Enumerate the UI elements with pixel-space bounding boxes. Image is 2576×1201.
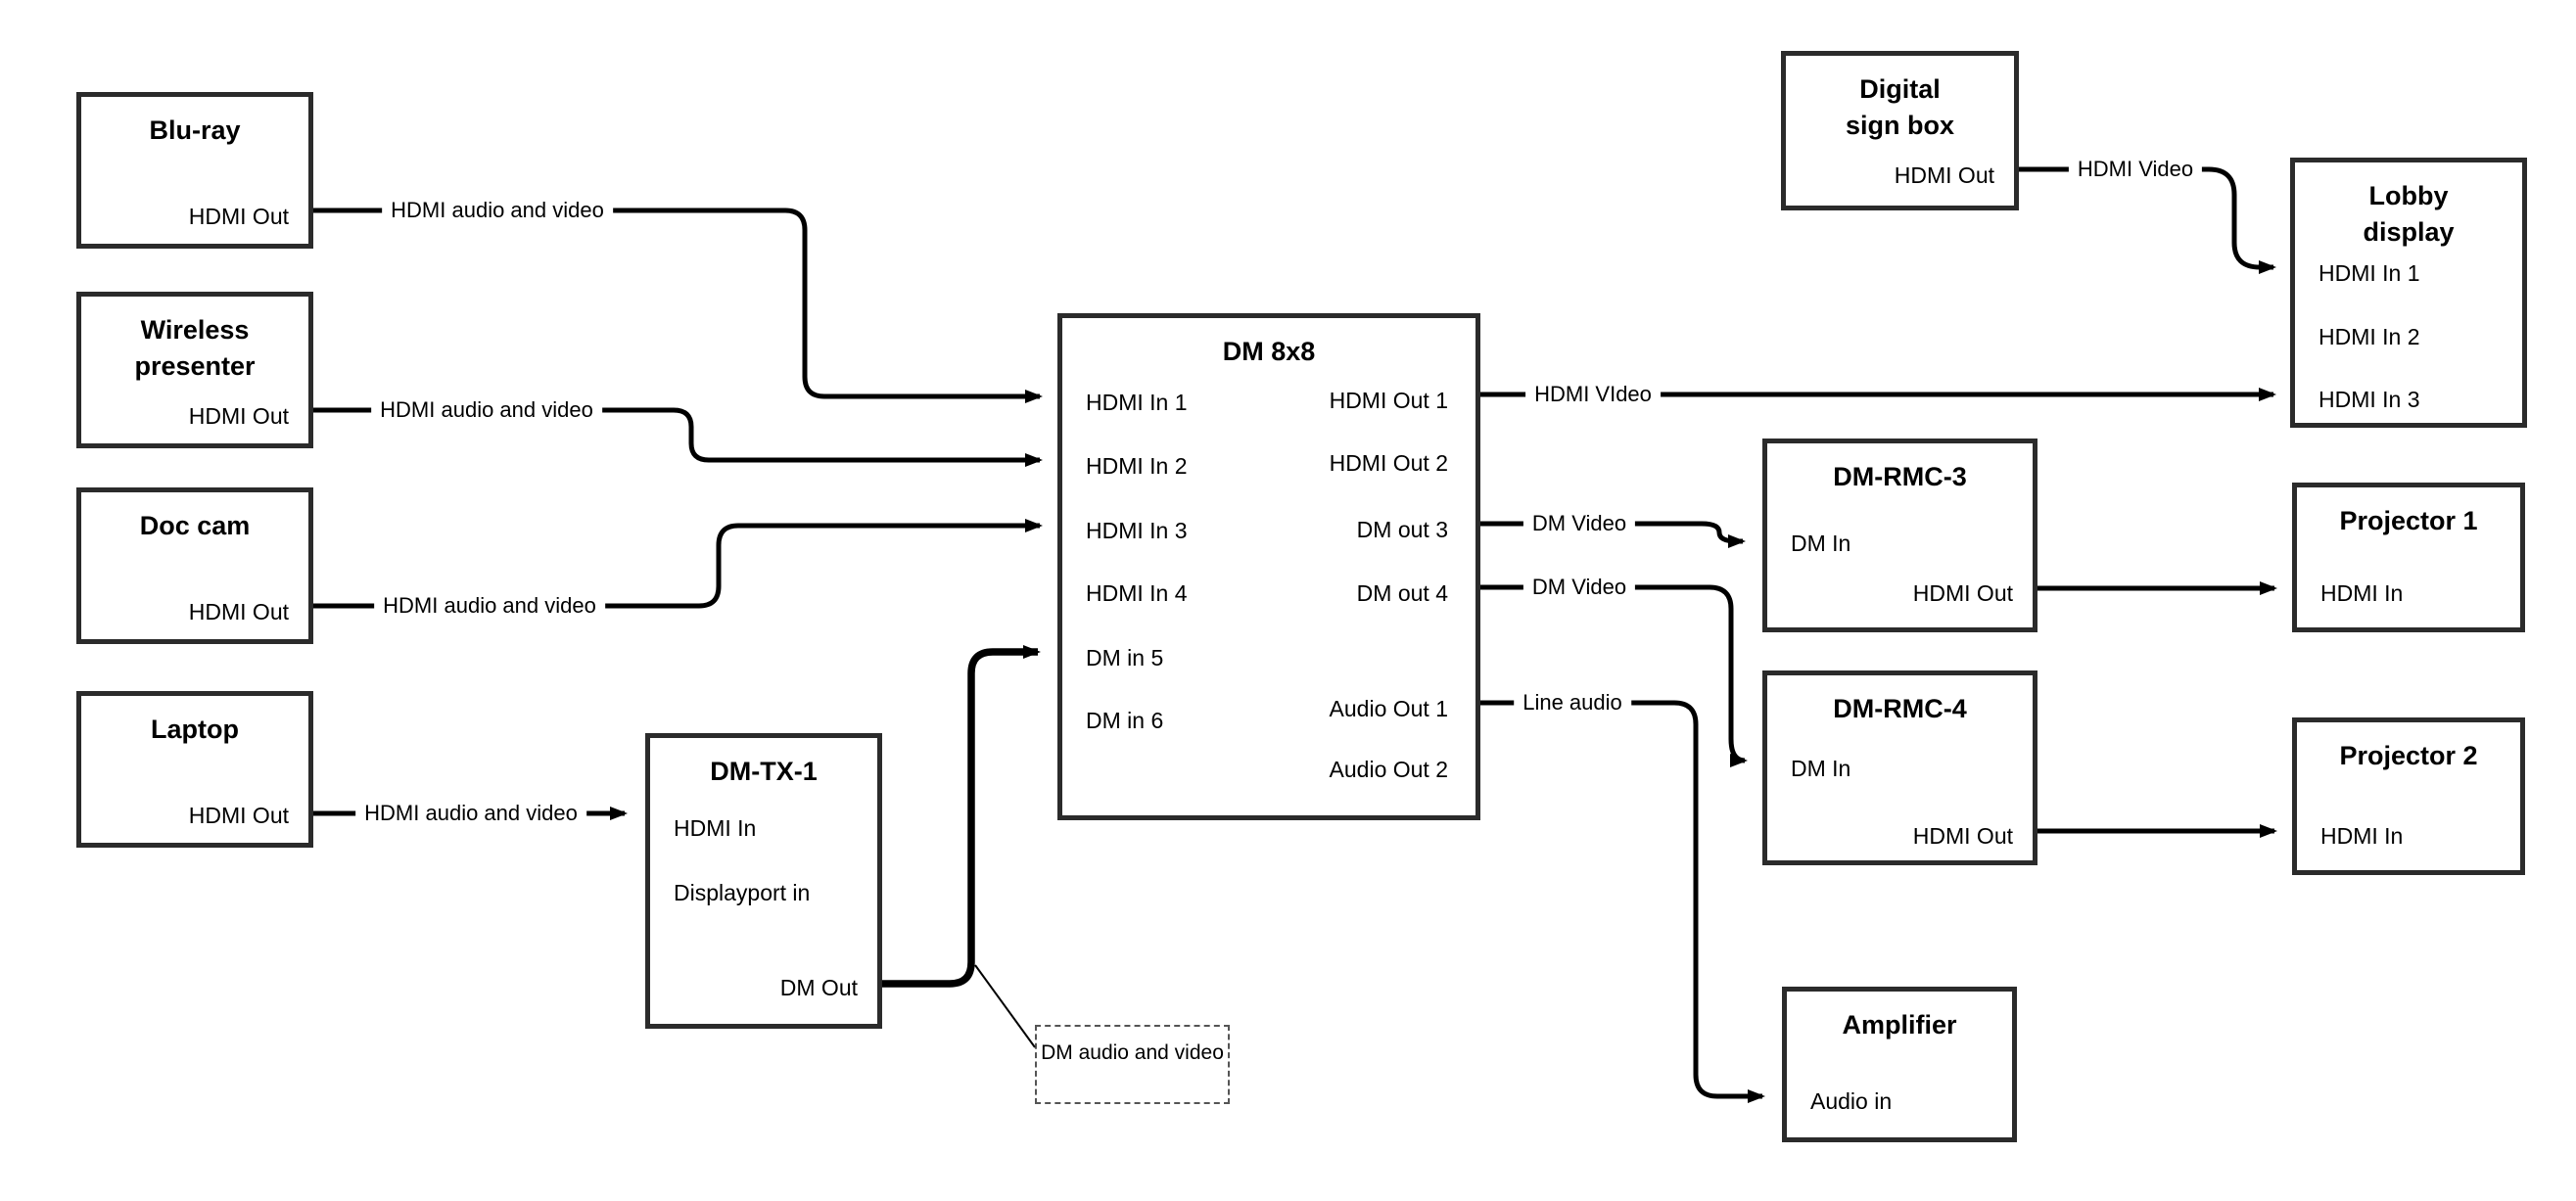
edge-label-wireless-hdmi-av: HDMI audio and video bbox=[371, 394, 602, 426]
laptop-title: Laptop bbox=[151, 715, 239, 744]
dmtx1-port-hdmi-in: HDMI In bbox=[674, 815, 757, 841]
edge-label-hdmi-video-sign: HDMI Video bbox=[2068, 154, 2203, 185]
edge-label-dm-video-out4: DM Video bbox=[1522, 572, 1636, 603]
lobby-port-hdmi-in-1: HDMI In 1 bbox=[2318, 260, 2420, 286]
laptop-port-hdmi-out: HDMI Out bbox=[188, 803, 289, 828]
lobby-title: Lobby display bbox=[2363, 181, 2455, 247]
dm8x8-port-hdmi-in-4: HDMI In 4 bbox=[1086, 580, 1188, 606]
signbox-title: Digital sign box bbox=[1845, 74, 1954, 140]
dm8x8-port-dm-out-4: DM out 4 bbox=[1356, 580, 1448, 606]
dm8x8-port-audio-out-1: Audio Out 1 bbox=[1329, 696, 1448, 721]
dm8x8-port-audio-out-2: Audio Out 2 bbox=[1329, 757, 1448, 782]
edge-label-line-audio: Line audio bbox=[1514, 687, 1631, 718]
node-laptop: Laptop HDMI Out bbox=[76, 691, 313, 848]
doccam-title: Doc cam bbox=[139, 511, 251, 540]
node-dm-8x8: DM 8x8 HDMI In 1 HDMI In 2 HDMI In 3 HDM… bbox=[1057, 313, 1480, 820]
node-digital-sign-box: Digital sign box HDMI Out bbox=[1781, 51, 2019, 210]
amp-port-audio-in: Audio in bbox=[1810, 1088, 1893, 1114]
bluray-title: Blu-ray bbox=[149, 115, 241, 145]
dm8x8-title: DM 8x8 bbox=[1222, 337, 1316, 366]
node-doc-cam: Doc cam HDMI Out bbox=[76, 487, 313, 644]
dm8x8-port-dm-in-6: DM in 6 bbox=[1086, 708, 1164, 733]
rmc3-port-dm-in: DM In bbox=[1791, 531, 1851, 556]
proj2-title: Projector 2 bbox=[2339, 741, 2478, 770]
doccam-port-hdmi-out: HDMI Out bbox=[188, 599, 289, 624]
dm8x8-port-hdmi-out-2: HDMI Out 2 bbox=[1329, 450, 1448, 476]
node-dm-tx-1: DM-TX-1 HDMI In Displayport in DM Out bbox=[645, 733, 882, 1029]
edge-label-dm-video-out3: DM Video bbox=[1522, 508, 1636, 539]
dm8x8-port-hdmi-in-1: HDMI In 1 bbox=[1086, 390, 1188, 415]
proj2-port-hdmi-in: HDMI In bbox=[2320, 823, 2404, 849]
edge-label-doccam-hdmi-av: HDMI audio and video bbox=[374, 590, 605, 622]
amp-title: Amplifier bbox=[1842, 1010, 1957, 1039]
node-dm-rmc-3: DM-RMC-3 DM In HDMI Out bbox=[1762, 439, 2037, 632]
rmc4-port-dm-in: DM In bbox=[1791, 756, 1851, 781]
dm8x8-port-dm-in-5: DM in 5 bbox=[1086, 645, 1164, 670]
callout-pointer-line bbox=[974, 964, 1036, 1048]
rmc3-port-hdmi-out: HDMI Out bbox=[1912, 580, 2013, 606]
dmtx1-port-displayport-in: Displayport in bbox=[674, 880, 811, 905]
rmc4-title: DM-RMC-4 bbox=[1833, 694, 1967, 723]
lobby-port-hdmi-in-2: HDMI In 2 bbox=[2318, 324, 2420, 349]
node-bluray: Blu-ray HDMI Out bbox=[76, 92, 313, 249]
dm8x8-port-dm-out-3: DM out 3 bbox=[1356, 517, 1448, 542]
node-projector-2: Projector 2 HDMI In bbox=[2292, 717, 2525, 875]
edge-label-laptop-hdmi-av: HDMI audio and video bbox=[355, 798, 586, 829]
callout-dm-audio-video: DM audio and video bbox=[1035, 1025, 1230, 1104]
edge-dm8x8-out4-to-rmc4-dmin bbox=[1480, 584, 1748, 767]
node-lobby-display: Lobby display HDMI In 1 HDMI In 2 HDMI I… bbox=[2290, 158, 2527, 428]
wireless-port-hdmi-out: HDMI Out bbox=[188, 403, 289, 429]
node-amplifier: Amplifier Audio in bbox=[1782, 987, 2017, 1142]
edge-dm8x8-aout1-to-amp-audioin bbox=[1480, 700, 1765, 1103]
rmc4-port-hdmi-out: HDMI Out bbox=[1912, 823, 2013, 849]
signbox-port-hdmi-out: HDMI Out bbox=[1894, 162, 1994, 188]
node-dm-rmc-4: DM-RMC-4 DM In HDMI Out bbox=[1762, 670, 2037, 865]
bluray-port-hdmi-out: HDMI Out bbox=[188, 204, 289, 229]
proj1-title: Projector 1 bbox=[2339, 506, 2478, 535]
edge-bluray-to-dm8x8-in1 bbox=[313, 208, 1043, 403]
edge-dmtx1-dmout-to-dm8x8-in5 bbox=[882, 645, 1041, 988]
dmtx1-title: DM-TX-1 bbox=[710, 757, 818, 786]
node-wireless-presenter: Wireless presenter HDMI Out bbox=[76, 292, 313, 448]
dm8x8-port-hdmi-in-2: HDMI In 2 bbox=[1086, 453, 1188, 479]
wireless-title: Wireless presenter bbox=[134, 315, 256, 381]
lobby-port-hdmi-in-3: HDMI In 3 bbox=[2318, 387, 2420, 412]
node-projector-1: Projector 1 HDMI In bbox=[2292, 483, 2525, 632]
edge-label-hdmi-video-out1: HDMI VIdeo bbox=[1525, 379, 1661, 410]
dm8x8-port-hdmi-in-3: HDMI In 3 bbox=[1086, 518, 1188, 543]
rmc3-title: DM-RMC-3 bbox=[1833, 462, 1967, 491]
proj1-port-hdmi-in: HDMI In bbox=[2320, 580, 2404, 606]
dmtx1-port-dm-out: DM Out bbox=[779, 975, 858, 1000]
edge-label-bluray-hdmi-av: HDMI audio and video bbox=[382, 195, 613, 226]
dm8x8-port-hdmi-out-1: HDMI Out 1 bbox=[1329, 388, 1448, 413]
